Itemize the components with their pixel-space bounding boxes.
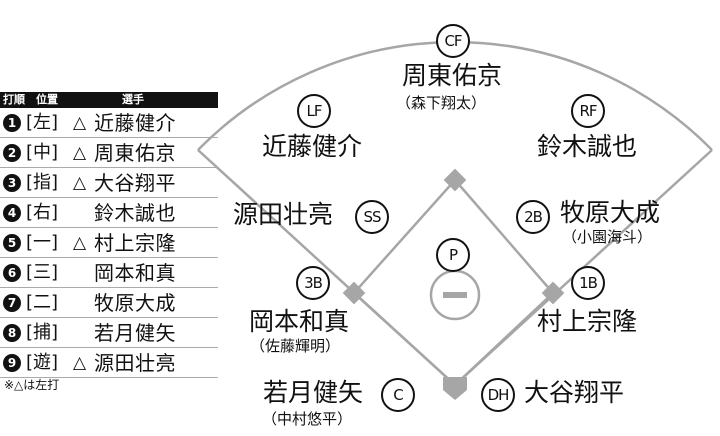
header-position: 位置 <box>36 93 58 106</box>
lineup-row: 1 [左] △ 近藤健介 <box>0 108 218 138</box>
batting-order-number: 4 <box>3 204 21 222</box>
batting-order-number: 6 <box>3 264 21 282</box>
lineup-row: 9 [遊] △ 源田壮亮 <box>0 348 218 378</box>
left-handed-mark: △ <box>73 143 87 163</box>
rf-badge: RF <box>571 94 605 128</box>
batting-order-number: 1 <box>3 114 21 132</box>
2b-player: 牧原大成 <box>560 198 661 227</box>
lineup-row: 2 [中] △ 周東佑京 <box>0 138 218 168</box>
batting-order-number: 7 <box>3 294 21 312</box>
player-name: 近藤健介 <box>94 111 176 135</box>
batting-order-number: 8 <box>3 324 21 342</box>
c-sub-player: （中村悠平） <box>262 410 353 428</box>
lf-player: 近藤健介 <box>262 132 363 161</box>
3b-badge: 3B <box>296 266 330 300</box>
lf-badge: LF <box>297 94 331 128</box>
lineup-row: 8 [捕] 若月健矢 <box>0 318 218 348</box>
position-label: [中] <box>26 142 59 163</box>
home-plate <box>443 377 467 400</box>
lineup-row: 7 [二] 牧原大成 <box>0 288 218 318</box>
player-name: 源田壮亮 <box>94 351 176 375</box>
header-player: 選手 <box>122 93 144 106</box>
c-player: 若月健矢 <box>263 378 364 407</box>
position-label: [左] <box>26 112 59 133</box>
batting-order-number: 9 <box>3 354 21 372</box>
cf-sub-player: （森下翔太） <box>396 94 487 112</box>
3b-sub-player: （佐藤輝明） <box>250 337 341 355</box>
position-label: [二] <box>26 292 59 313</box>
left-handed-mark: △ <box>73 173 87 193</box>
third-base <box>342 281 366 305</box>
1b-badge: 1B <box>571 266 605 300</box>
position-label: [右] <box>26 202 59 223</box>
header-order: 打順 <box>3 93 25 106</box>
left-handed-mark: △ <box>73 353 87 373</box>
1b-player: 村上宗隆 <box>537 307 638 336</box>
position-label: [三] <box>26 262 59 283</box>
player-name: 鈴木誠也 <box>94 201 176 225</box>
batting-order-rows: 1 [左] △ 近藤健介 2 [中] △ 周東佑京 3 [指] △ 大谷翔平 4 [右] 鈴木誠也 5 [一] △… <box>0 108 218 378</box>
2b-badge: 2B <box>516 200 550 234</box>
cf-player: 周東佑京 <box>402 61 503 90</box>
position-label: [遊] <box>26 352 59 373</box>
p-badge: P <box>436 238 470 272</box>
player-name: 若月健矢 <box>94 321 176 345</box>
pitchers-plate <box>443 292 467 298</box>
left-handed-mark: △ <box>73 113 87 133</box>
position-label: [捕] <box>26 322 59 343</box>
first-base <box>541 281 565 305</box>
batting-order-number: 3 <box>3 174 21 192</box>
lineup-row: 3 [指] △ 大谷翔平 <box>0 168 218 198</box>
player-name: 周東佑京 <box>94 141 176 165</box>
batting-order-number: 2 <box>3 144 21 162</box>
player-name: 岡本和真 <box>94 261 176 285</box>
c-badge: C <box>381 378 415 412</box>
dh-player: 大谷翔平 <box>524 378 625 407</box>
player-name: 牧原大成 <box>94 291 176 315</box>
footnote: ※△は左打 <box>4 378 60 392</box>
position-label: [指] <box>26 172 59 193</box>
ss-badge: SS <box>355 200 389 234</box>
ss-player: 源田壮亮 <box>233 200 334 229</box>
3b-player: 岡本和真 <box>249 307 350 336</box>
player-name: 村上宗隆 <box>94 231 176 255</box>
lineup-row: 6 [三] 岡本和真 <box>0 258 218 288</box>
cf-badge: CF <box>436 24 470 58</box>
2b-sub-player: （小園海斗） <box>562 228 653 246</box>
left-handed-mark: △ <box>73 233 87 253</box>
rf-player: 鈴木誠也 <box>537 132 638 161</box>
batting-order-number: 5 <box>3 234 21 252</box>
dh-badge: DH <box>481 378 515 412</box>
position-label: [一] <box>26 232 59 253</box>
lineup-row: 4 [右] 鈴木誠也 <box>0 198 218 228</box>
lineup-row: 5 [一] △ 村上宗隆 <box>0 228 218 258</box>
batting-order-header: 打順 位置 選手 <box>0 92 218 108</box>
player-name: 大谷翔平 <box>94 171 176 195</box>
batting-order-table: 打順 位置 選手 1 [左] △ 近藤健介 2 [中] △ 周東佑京 3 [指] △ 大谷翔平 4 [右]… <box>0 92 218 378</box>
